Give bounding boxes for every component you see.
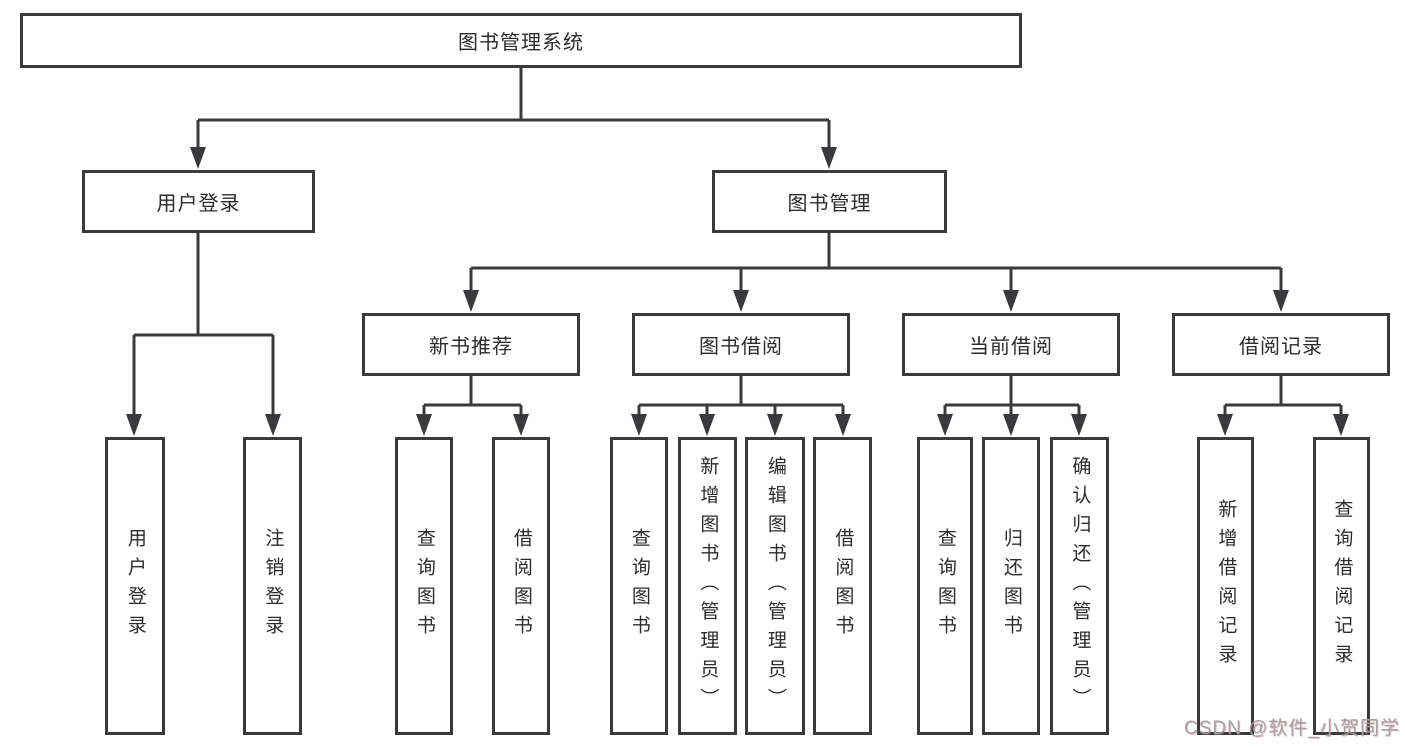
leaf-query-borrow-record: 查询借阅记录 xyxy=(1313,437,1370,735)
leaf-label: 查询借阅记录 xyxy=(1331,499,1353,673)
leaf-confirm-return-admin: 确认归还（管理员） xyxy=(1050,437,1109,735)
leaf-add-books-admin: 新增图书（管理员） xyxy=(678,437,737,735)
leaf-label: 新增图书（管理员） xyxy=(697,455,719,717)
leaf-query-books-borrowing: 查询图书 xyxy=(610,437,668,735)
leaf-return-books: 归还图书 xyxy=(982,437,1040,735)
node-current-borrowing: 当前借阅 xyxy=(902,313,1120,376)
leaf-label: 新增借阅记录 xyxy=(1215,499,1237,673)
node-label: 图书管理 xyxy=(787,193,872,215)
node-label: 当前借阅 xyxy=(969,336,1053,358)
node-user-login: 用户登录 xyxy=(82,170,315,233)
leaf-label: 归还图书 xyxy=(1000,528,1022,644)
node-book-management: 图书管理 xyxy=(712,170,947,233)
leaf-label: 借阅图书 xyxy=(832,528,854,644)
node-borrowing-records: 借阅记录 xyxy=(1172,313,1390,376)
leaf-borrow-books-borrowing: 借阅图书 xyxy=(813,437,872,735)
node-new-book-recommendation: 新书推荐 xyxy=(362,313,580,376)
leaf-edit-books-admin: 编辑图书（管理员） xyxy=(745,437,805,735)
leaf-query-books-recommend: 查询图书 xyxy=(395,437,453,735)
node-book-borrowing: 图书借阅 xyxy=(632,313,850,376)
node-label: 新书推荐 xyxy=(429,336,513,358)
leaf-logout: 注销登录 xyxy=(243,437,302,735)
leaf-label: 编辑图书（管理员） xyxy=(764,455,786,717)
csdn-watermark: CSDN @软件_小贺同学 xyxy=(1184,718,1400,739)
leaf-label: 查询图书 xyxy=(934,528,956,644)
leaf-label: 用户登录 xyxy=(124,528,146,644)
leaf-label: 查询图书 xyxy=(628,528,650,644)
node-library-management-system: 图书管理系统 xyxy=(20,13,1022,68)
leaf-query-books-current: 查询图书 xyxy=(917,437,973,735)
leaf-borrow-books-recommend: 借阅图书 xyxy=(492,437,550,735)
leaf-add-borrow-record: 新增借阅记录 xyxy=(1197,437,1254,735)
leaf-label: 借阅图书 xyxy=(510,528,532,644)
leaf-label: 确认归还（管理员） xyxy=(1069,455,1091,717)
leaf-label: 注销登录 xyxy=(262,528,284,644)
node-label: 借阅记录 xyxy=(1239,336,1323,358)
leaf-label: 查询图书 xyxy=(413,528,435,644)
node-label: 图书借阅 xyxy=(699,336,783,358)
node-label: 图书管理系统 xyxy=(458,32,584,54)
node-label: 用户登录 xyxy=(156,193,241,215)
leaf-user-login: 用户登录 xyxy=(105,437,165,735)
